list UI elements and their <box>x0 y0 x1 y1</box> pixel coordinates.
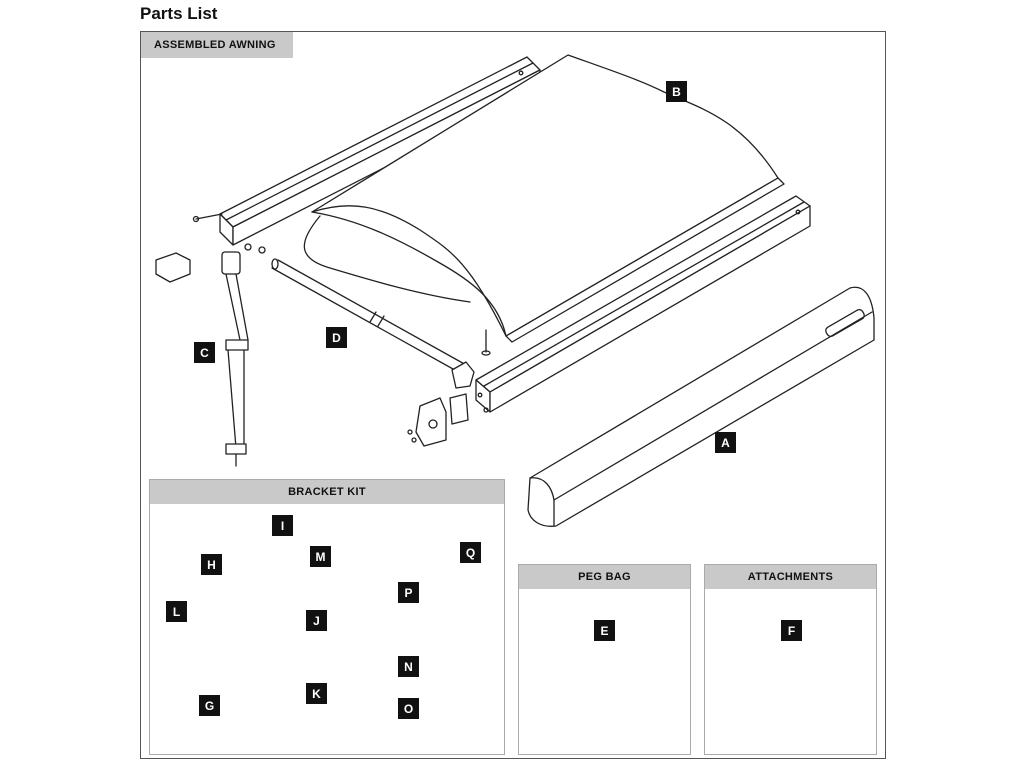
part-label-i: I <box>272 515 293 536</box>
part-label-d: D <box>326 327 347 348</box>
part-label-b: B <box>666 81 687 102</box>
part-label-g: G <box>199 695 220 716</box>
part-label-c: C <box>194 342 215 363</box>
part-label-p: P <box>398 582 419 603</box>
part-label-e: E <box>594 620 615 641</box>
fabric-illustration <box>303 54 785 343</box>
lower-rail-illustration <box>475 195 811 413</box>
end-caps-illustration <box>155 243 489 447</box>
attachments-panel: ATTACHMENTS <box>704 564 877 755</box>
parts-frame <box>140 31 886 759</box>
part-label-q: Q <box>460 542 481 563</box>
peg-bag-panel: PEG BAG <box>518 564 691 755</box>
top-rail-illustration <box>192 56 541 246</box>
part-label-h: H <box>201 554 222 575</box>
part-label-a: A <box>715 432 736 453</box>
section-peg-bag-header: PEG BAG <box>519 565 690 589</box>
part-label-o: O <box>398 698 419 719</box>
roller-tube-illustration <box>271 258 475 389</box>
section-assembled-awning-header: ASSEMBLED AWNING <box>141 32 293 58</box>
part-label-f: F <box>781 620 802 641</box>
support-arm-illustration <box>221 251 249 467</box>
part-label-l: L <box>166 601 187 622</box>
part-label-j: J <box>306 610 327 631</box>
part-label-k: K <box>306 683 327 704</box>
part-label-m: M <box>310 546 331 567</box>
page-title: Parts List <box>140 4 218 23</box>
section-bracket-kit-header: BRACKET KIT <box>150 480 504 504</box>
section-attachments-header: ATTACHMENTS <box>705 565 876 589</box>
awning-case-illustration <box>527 286 875 527</box>
part-label-n: N <box>398 656 419 677</box>
